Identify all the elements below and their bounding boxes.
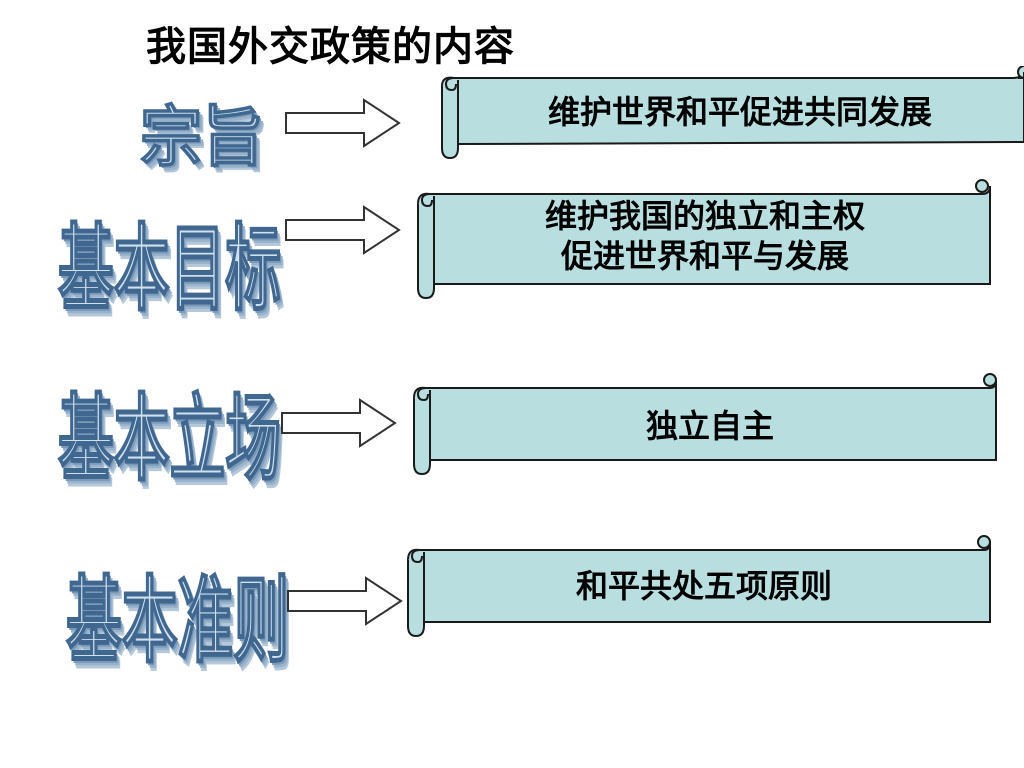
content-line: 维护世界和平促进共同发展 — [547, 93, 932, 131]
label-basic-goal: 基本目标 — [57, 214, 282, 325]
content-line: 维护我国的独立和主权 — [544, 197, 865, 235]
label-basic-stance: 基本立场 — [57, 384, 282, 495]
content-line: 和平共处五项原则 — [575, 567, 832, 605]
scroll-banner — [413, 373, 997, 476]
scroll-text-purpose: 维护世界和平促进共同发展 — [460, 92, 1020, 132]
content-line: 独立自主 — [645, 407, 774, 445]
arrow-icon — [281, 398, 397, 448]
arrow-icon — [287, 576, 403, 626]
label-basic-principle: 基本准则 — [65, 566, 290, 677]
scroll-text-basic-goal: 维护我国的独立和主权 促进世界和平与发展 — [430, 196, 980, 276]
scroll-text-basic-stance: 独立自主 — [430, 406, 990, 446]
content-line: 促进世界和平与发展 — [560, 237, 849, 275]
scroll-banner — [407, 535, 991, 638]
arrow-icon — [285, 98, 401, 148]
scroll-banner — [441, 66, 1024, 160]
scroll-text-basic-principle: 和平共处五项原则 — [424, 566, 984, 606]
page-title: 我国外交政策的内容 — [146, 24, 515, 70]
arrow-icon — [285, 205, 401, 255]
label-purpose: 宗旨 — [139, 98, 265, 176]
scroll-banner — [417, 179, 991, 300]
